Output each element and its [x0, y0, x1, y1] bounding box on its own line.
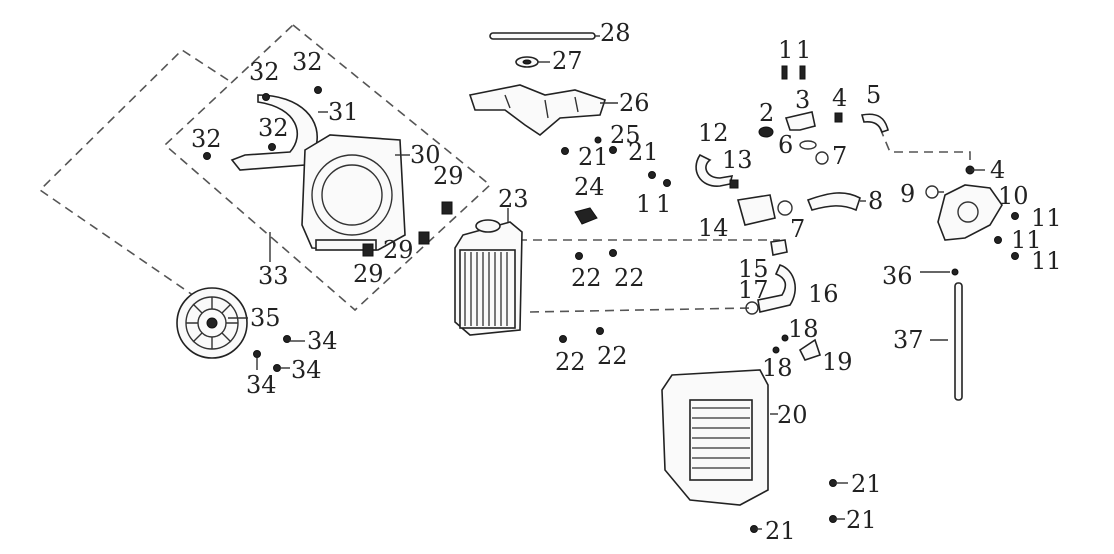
callout-9: 9 — [900, 180, 915, 208]
callout-18-upper: 18 — [788, 315, 819, 343]
callout-37: 37 — [893, 326, 924, 354]
callout-21-lower-c: 21 — [765, 517, 796, 545]
callout-11-mid: 11 — [1011, 226, 1042, 254]
callout-11-top: 11 — [1031, 204, 1062, 232]
callout-22-upper-right: 22 — [614, 264, 645, 292]
callout-22-lower-right: 22 — [597, 342, 628, 370]
callout-4-upper: 4 — [832, 84, 847, 112]
part-23-radiator — [454, 219, 523, 336]
callout-7-lower: 7 — [790, 215, 805, 243]
callout-11-bottom: 11 — [1031, 247, 1062, 275]
callout-20: 20 — [777, 401, 808, 429]
part-32-bolts — [203, 86, 322, 160]
callout-33: 33 — [258, 262, 289, 290]
callout-22-upper-left: 22 — [571, 264, 602, 292]
water-hoses-and-thermostat — [695, 153, 861, 256]
parts-18-19-clip — [772, 334, 822, 361]
callout-10: 10 — [998, 182, 1029, 210]
callout-1-top-right: 1 — [796, 36, 811, 64]
callout-13: 13 — [722, 146, 753, 174]
callout-6: 6 — [778, 131, 793, 159]
water-pump-housing — [925, 165, 1019, 260]
callout-12: 12 — [698, 119, 729, 147]
part-28-rod — [489, 32, 596, 40]
part-36-37-tube — [951, 268, 963, 401]
callout-16: 16 — [808, 280, 839, 308]
callout-3: 3 — [795, 86, 810, 114]
callout-1-top-left: 1 — [778, 36, 793, 64]
callout-24: 24 — [574, 173, 605, 201]
callout-21-upper-right: 21 — [628, 138, 659, 166]
callout-25: 25 — [610, 121, 641, 149]
callout-34-c: 34 — [291, 356, 322, 384]
callout-22-lower-left: 22 — [555, 348, 586, 376]
callout-5: 5 — [866, 81, 881, 109]
part-34-bolts — [253, 335, 291, 372]
callout-32-d: 32 — [191, 125, 222, 153]
callout-29-middle: 29 — [383, 236, 414, 264]
part-29-rubber-mounts — [362, 201, 453, 257]
callout-8: 8 — [868, 187, 883, 215]
part-27-washer — [515, 56, 539, 68]
callout-26: 26 — [619, 89, 650, 117]
callout-32-c: 32 — [258, 114, 289, 142]
callout-18-lower: 18 — [762, 354, 793, 382]
callout-30: 30 — [410, 141, 441, 169]
leader-lines — [228, 35, 985, 530]
callout-1-mid-left: 1 — [636, 190, 651, 218]
callout-19: 19 — [822, 348, 853, 376]
callout-14: 14 — [698, 214, 729, 242]
callout-32-b: 32 — [292, 48, 323, 76]
part-21-25-bolts — [561, 136, 617, 155]
callout-27: 27 — [552, 47, 583, 75]
part-35-cooling-fan — [176, 287, 248, 359]
fan-assembly-dashed-outline — [38, 23, 971, 313]
thermostat-housing-parts — [758, 111, 889, 165]
callout-21-upper-left: 21 — [578, 143, 609, 171]
callout-35: 35 — [250, 304, 281, 332]
callout-labels: 1 1 1 1 2 3 4 4 5 6 7 7 8 9 10 11 11 11 … — [191, 19, 1062, 545]
callout-21-lower-b: 21 — [846, 506, 877, 534]
callout-17: 17 — [738, 276, 769, 304]
callout-23: 23 — [498, 185, 529, 213]
callout-15: 15 — [738, 255, 769, 283]
part-1-bolts — [648, 65, 806, 187]
part-31-shroud-bracket — [230, 94, 318, 171]
callout-29-right: 29 — [433, 162, 464, 190]
callout-2: 2 — [759, 99, 774, 127]
callout-31: 31 — [328, 98, 359, 126]
part-24-sensor — [574, 207, 598, 225]
part-26-bracket — [468, 84, 607, 137]
part-20-radiator-cover — [661, 369, 769, 506]
part-22-bolts — [559, 249, 617, 343]
callout-1-mid-right: 1 — [656, 190, 671, 218]
callout-21-lower-a: 21 — [851, 470, 882, 498]
callout-34-a: 34 — [307, 327, 338, 355]
lower-hose — [745, 264, 796, 315]
callout-34-b: 34 — [246, 371, 277, 399]
part-30-fan-shroud — [301, 134, 406, 251]
callout-29-bottom: 29 — [353, 260, 384, 288]
callout-4-lower: 4 — [990, 156, 1005, 184]
callout-7-upper: 7 — [832, 142, 847, 170]
callout-32-a: 32 — [249, 58, 280, 86]
callout-28: 28 — [600, 19, 631, 47]
callout-36: 36 — [882, 262, 913, 290]
